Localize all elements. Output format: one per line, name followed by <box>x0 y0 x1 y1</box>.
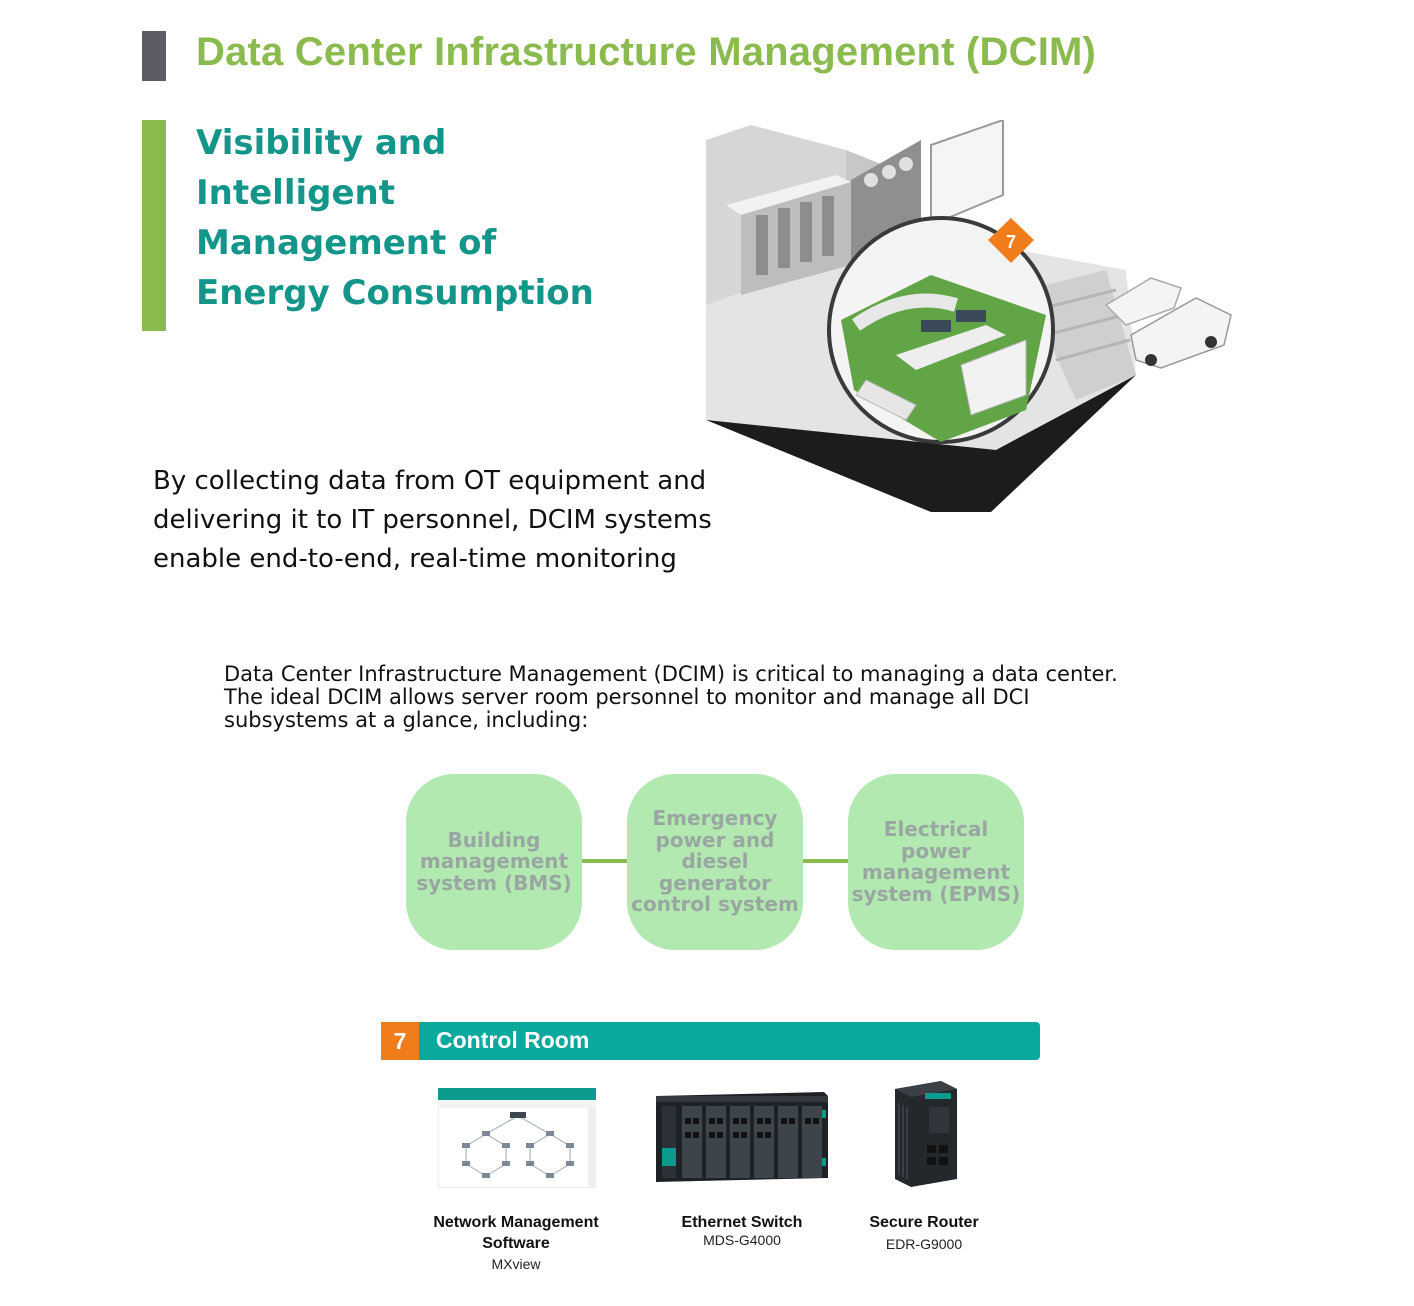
subsystem-connector <box>580 859 630 863</box>
intro-paragraph: Data Center Infrastructure Management (D… <box>224 663 1204 732</box>
industrial-router-icon <box>895 1081 957 1187</box>
subsystem-label: power and <box>655 827 775 852</box>
network-topology-screenshot-icon <box>438 1088 596 1188</box>
subtitle-line: Energy Consumption <box>196 273 594 313</box>
product-name-secure-router: Secure Router <box>824 1212 1024 1233</box>
product-name-nms: Network Management Software <box>406 1212 626 1254</box>
subtitle-accent-bar <box>142 120 166 331</box>
product-model-mxview: MXview <box>491 1256 541 1272</box>
modular-switch-icon <box>656 1092 828 1182</box>
callout-7-badge: 7 <box>988 218 1034 263</box>
ramp <box>1026 270 1136 400</box>
product-name-line: Secure Router <box>869 1214 979 1231</box>
intro-line: subsystems at a glance, including: <box>224 708 589 732</box>
product-name-ethernet-switch: Ethernet Switch <box>642 1212 842 1233</box>
subsystem-label: Electrical <box>883 817 989 841</box>
intro-line: The ideal DCIM allows server room person… <box>224 685 1030 709</box>
product-model-mds-g4000: MDS-G4000 <box>703 1232 781 1248</box>
product-name-line: Ethernet Switch <box>681 1214 803 1231</box>
subsystem-label: system (EPMS) <box>851 881 1021 906</box>
lead-line: enable end-to-end, real-time monitoring <box>153 544 677 574</box>
server-racks <box>726 175 851 295</box>
subsystem-label: generator <box>658 870 772 895</box>
subsystem-label: Building <box>447 827 541 852</box>
subsystem-bms: Building management system (BMS) <box>406 774 582 950</box>
control-room-banner <box>381 1022 1040 1060</box>
subsystem-label: management <box>419 849 569 874</box>
van-vehicles <box>1104 277 1232 369</box>
subsystem-label: system (BMS) <box>416 870 572 895</box>
subtitle-line: Intelligent <box>196 173 395 213</box>
lead-paragraph: By collecting data from OT equipment and… <box>153 462 753 579</box>
subsystem-connector <box>800 859 850 863</box>
magnifier-view <box>827 216 1055 444</box>
svg-text:7: 7 <box>1006 232 1016 252</box>
lead-line: By collecting data from OT equipment and <box>153 466 707 496</box>
intro-line: Data Center Infrastructure Management (D… <box>224 662 1118 686</box>
subsystem-label: Emergency <box>652 806 778 831</box>
page-title: Data Center Infrastructure Management (D… <box>196 30 1097 74</box>
section-subtitle: Visibility and Intelligent Management of… <box>196 118 616 318</box>
subsystem-label: power <box>901 838 971 863</box>
subtitle-line: Visibility and <box>196 123 447 163</box>
product-name-line: Network Management <box>433 1214 599 1231</box>
dashboard-screen <box>930 120 1004 227</box>
control-room-illustration: 7 <box>706 120 1232 512</box>
subsystem-epms: Electrical power management system (EPMS… <box>848 774 1024 950</box>
title-accent-bar <box>142 31 166 81</box>
control-room-title: Control Room <box>436 1027 590 1053</box>
subsystem-emergency-power: Emergency power and diesel generator con… <box>627 774 803 950</box>
product-name-line: Software <box>482 1235 550 1252</box>
lead-line: delivering it to IT personnel, DCIM syst… <box>153 505 712 535</box>
subsystem-label: management <box>861 860 1011 884</box>
control-room-number-badge: 7 <box>381 1022 419 1060</box>
subtitle-line: Management of <box>196 223 497 263</box>
subsystem-label: control system <box>631 892 799 917</box>
product-model-edr-g9000: EDR-G9000 <box>885 1236 963 1252</box>
subsystem-label: diesel <box>681 849 749 874</box>
